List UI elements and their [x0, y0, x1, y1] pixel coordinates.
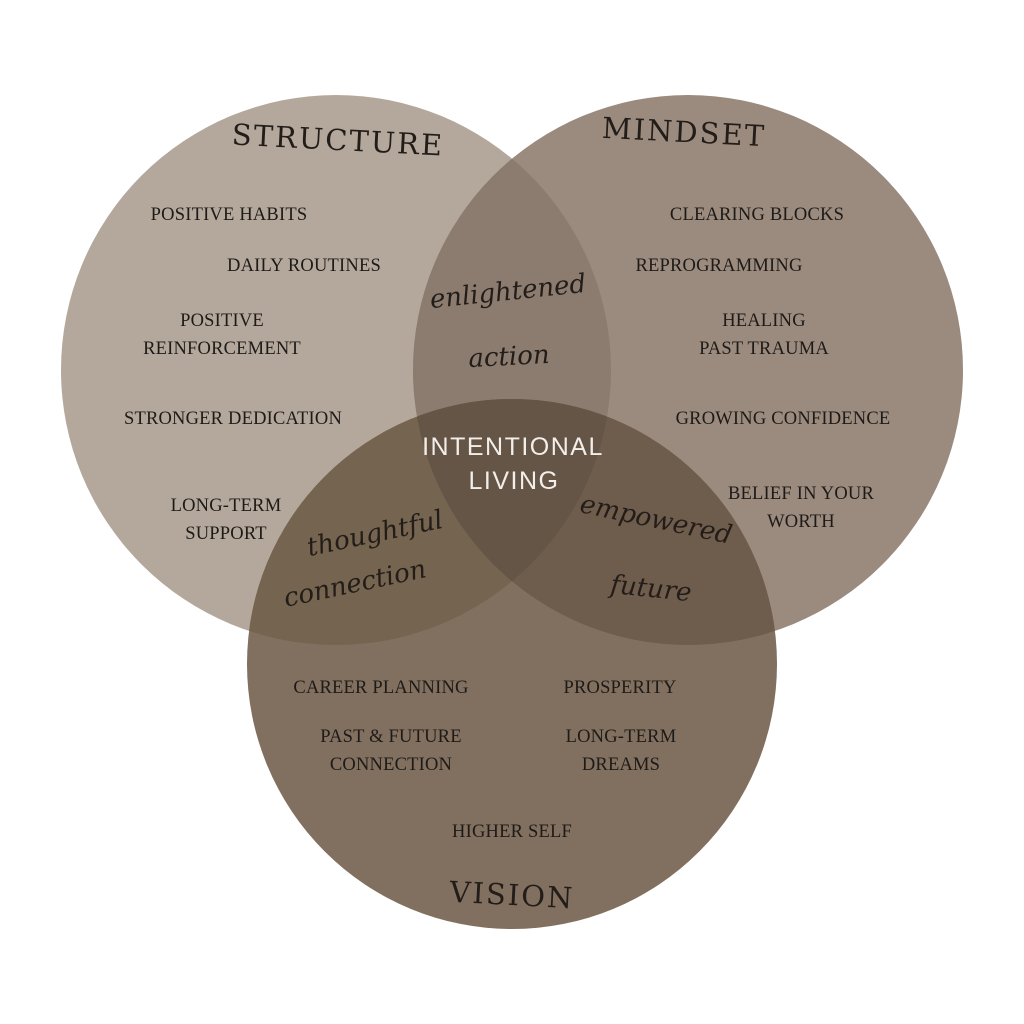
vision-item-prosperity: PROSPERITY — [563, 678, 676, 698]
vision-item-long-term: LONG-TERM — [566, 727, 677, 747]
structure-vision-overlap — [247, 399, 611, 645]
mindset-item-clearing-blocks: CLEARING BLOCKS — [670, 205, 844, 225]
vision-item-dreams: DREAMS — [582, 755, 660, 775]
structure-item-long-term: LONG-TERM — [171, 496, 282, 516]
structure-item-reinforcement: REINFORCEMENT — [143, 339, 301, 359]
mindset-item-belief-in-your: BELIEF IN YOUR — [728, 484, 874, 504]
structure-item-positive-habits: POSITIVE HABITS — [151, 205, 308, 225]
vision-item-past-future: PAST & FUTURE — [320, 727, 461, 747]
center-label-line-1: INTENTIONAL — [422, 433, 604, 461]
vision-item-higher-self: HIGHER SELF — [452, 822, 572, 842]
mindset-vision-overlap — [413, 399, 777, 645]
vision-item-career-planning: CAREER PLANNING — [293, 678, 468, 698]
mindset-item-reprogramming: REPROGRAMMING — [635, 256, 802, 276]
vision-title: VISION — [448, 875, 575, 916]
structure-item-positive: POSITIVE — [180, 311, 264, 331]
mindset-item-growing-confidence: GROWING CONFIDENCE — [676, 409, 891, 429]
vision-item-connection: CONNECTION — [330, 755, 452, 775]
mindset-item-healing: HEALING — [722, 311, 806, 331]
overlap-action: action — [468, 340, 551, 374]
mindset-item-worth: WORTH — [767, 512, 835, 532]
center-label-line-2: LIVING — [469, 467, 560, 495]
mindset-item-past-trauma: PAST TRAUMA — [699, 339, 829, 359]
structure-item-daily-routines: DAILY ROUTINES — [227, 256, 381, 276]
structure-item-stronger-dedication: STRONGER DEDICATION — [124, 409, 342, 429]
structure-item-support: SUPPORT — [185, 524, 267, 544]
